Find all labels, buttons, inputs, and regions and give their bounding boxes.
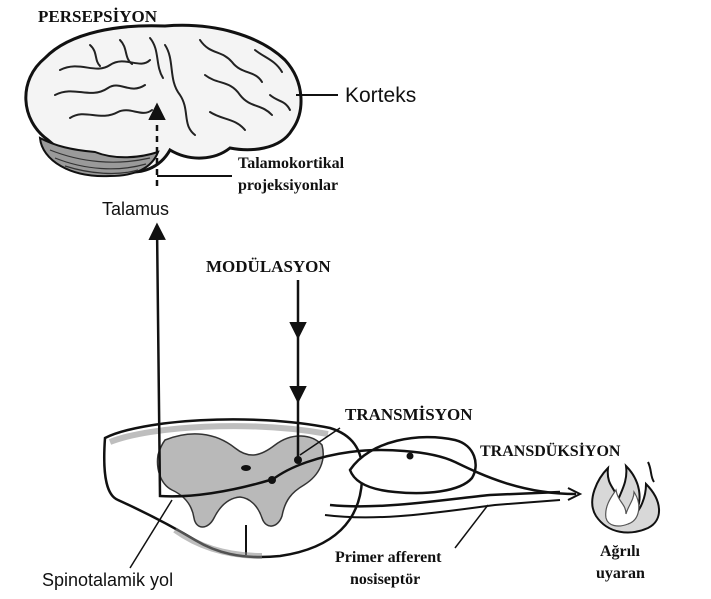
label-afferent-2: nosiseptör [350, 571, 420, 588]
label-spinothalamic: Spinotalamik yol [42, 570, 173, 590]
label-thalamus: Talamus [102, 199, 169, 219]
central-canal [241, 465, 251, 471]
ventral-root [330, 492, 560, 506]
label-stimulus-2: uyaran [596, 565, 645, 582]
label-transmission: TRANSMİSYON [345, 405, 473, 424]
brain-illustration [26, 25, 301, 176]
label-stimulus-1: Ağrılı [600, 543, 641, 560]
synapse-dot-2 [294, 456, 302, 464]
label-thalamocortical-2: projeksiyonlar [238, 177, 338, 194]
afferent-pointer [455, 505, 488, 548]
synapse-dot-1 [268, 476, 276, 484]
spinal-cord-section [104, 419, 560, 557]
synapse-dot-3 [407, 453, 414, 460]
label-afferent-1: Primer afferent [335, 549, 442, 566]
flame-icon [592, 462, 659, 532]
label-thalamocortical-1: Talamokortikal [238, 155, 345, 172]
label-perception: PERSEPSİYON [38, 7, 158, 26]
label-cortex: Korteks [345, 84, 416, 107]
label-modulation: MODÜLASYON [206, 257, 331, 276]
label-transduction: TRANSDÜKSİYON [480, 441, 621, 460]
dorsal-root-ganglion [350, 437, 476, 493]
